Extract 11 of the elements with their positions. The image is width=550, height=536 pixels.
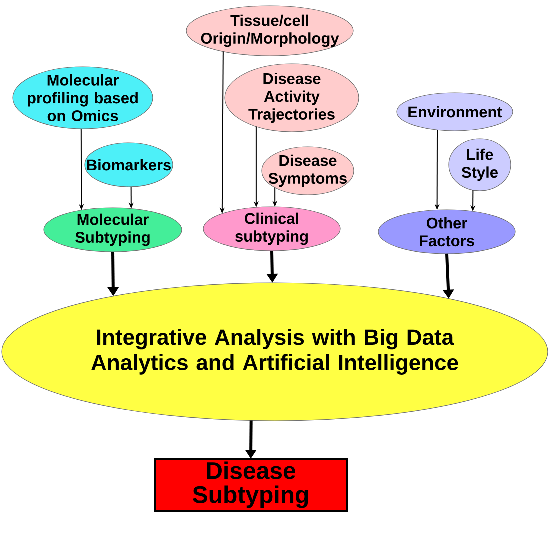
ellipse-node: Other Factors: [378, 210, 516, 254]
ellipse-node: Biomarkers: [84, 142, 174, 188]
ellipse-node: Disease Activity Trajectories: [224, 64, 360, 132]
ellipse-node: Clinical subtyping: [203, 206, 341, 252]
result-box: Disease Subtyping: [154, 458, 348, 512]
ellipse-node: Tissue/cell Origin/Morphology: [186, 6, 354, 56]
ellipse-node: Disease Symptoms: [262, 146, 354, 196]
ellipse-node: Environment: [396, 92, 514, 132]
ellipse-node: Life Style: [448, 138, 512, 192]
ellipse-node: Molecular Subtyping: [44, 208, 182, 252]
ellipse-node: Molecular profiling based on Omics: [12, 66, 154, 130]
